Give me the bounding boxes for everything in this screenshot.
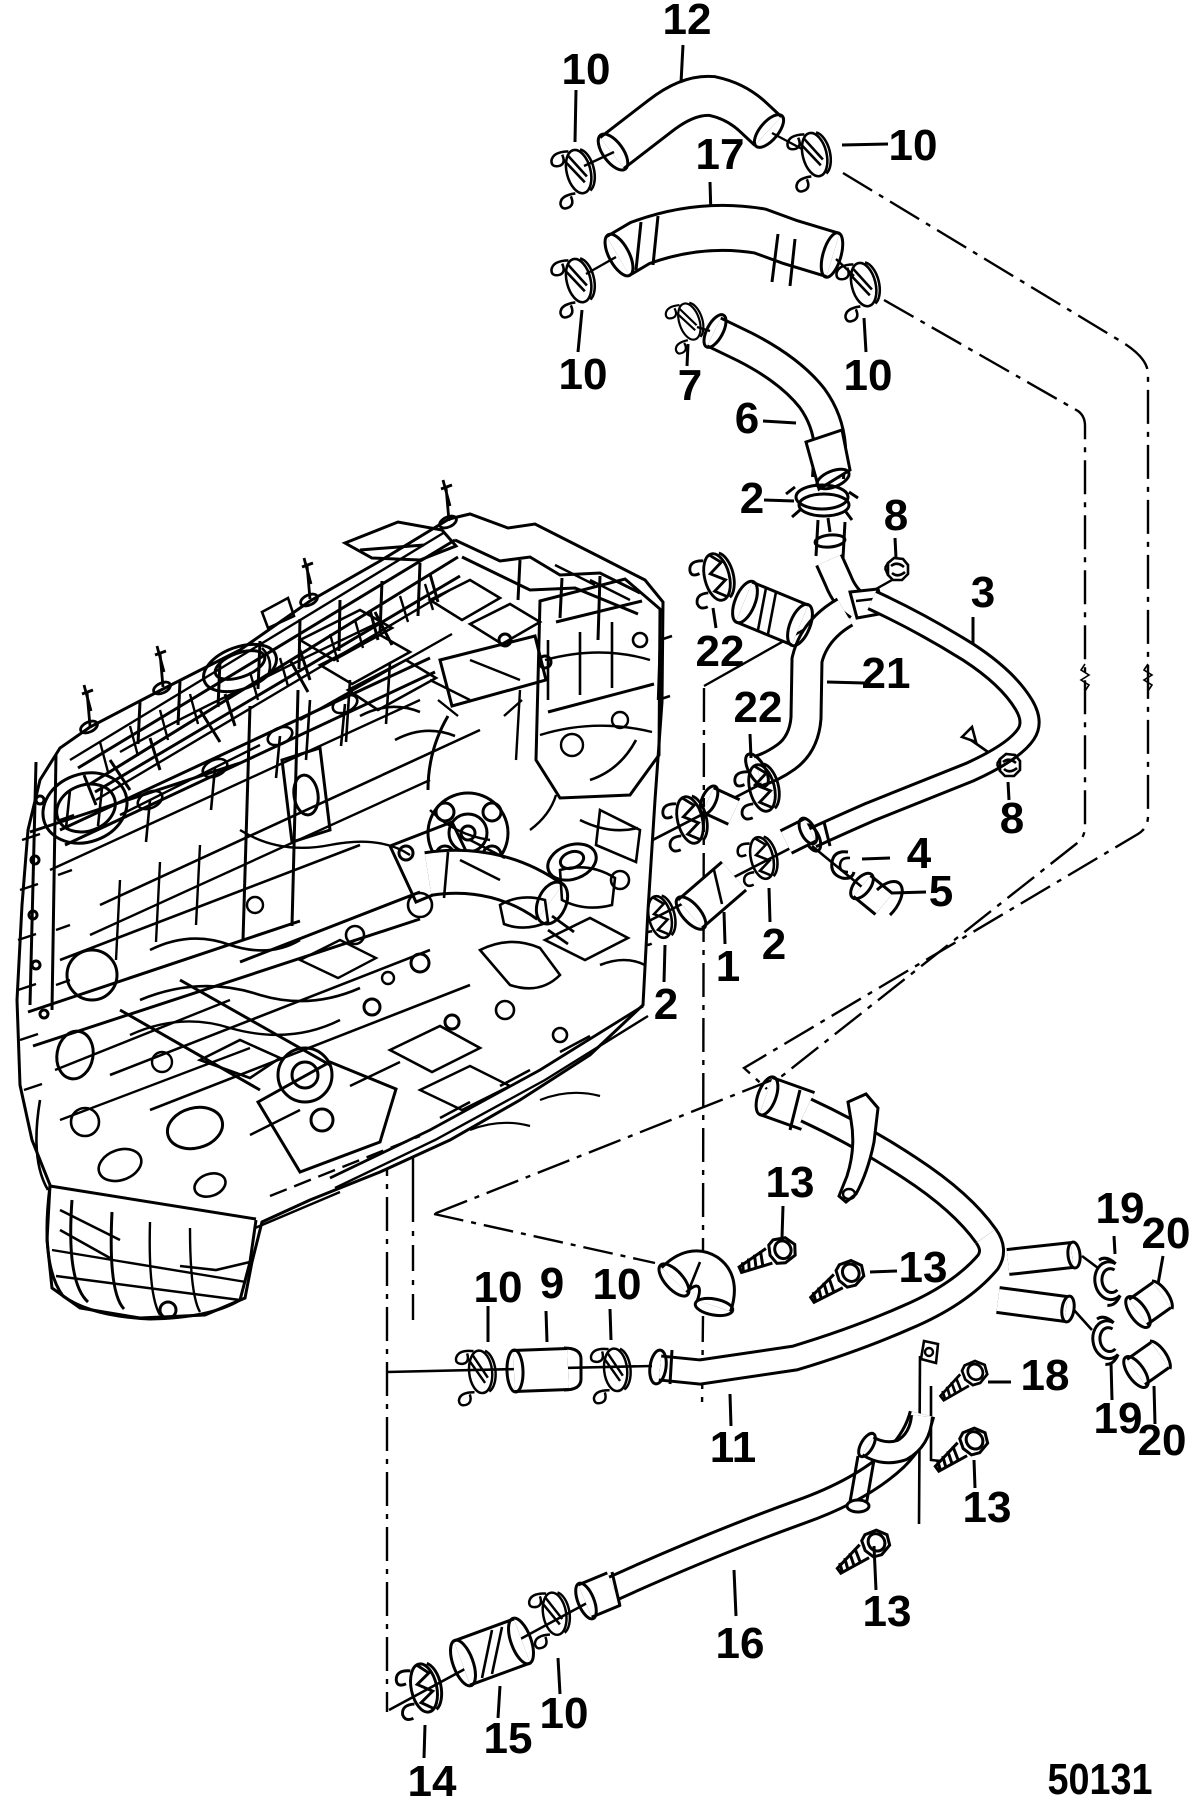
svg-text:10: 10 bbox=[593, 1260, 642, 1309]
svg-text:19: 19 bbox=[1094, 1394, 1143, 1443]
svg-text:13: 13 bbox=[863, 1587, 912, 1636]
svg-text:10: 10 bbox=[562, 45, 611, 94]
svg-text:2: 2 bbox=[740, 474, 764, 523]
svg-text:7: 7 bbox=[678, 361, 702, 410]
svg-text:10: 10 bbox=[844, 351, 893, 400]
svg-text:13: 13 bbox=[899, 1243, 948, 1292]
svg-text:11: 11 bbox=[710, 1423, 757, 1472]
svg-text:10: 10 bbox=[540, 1689, 589, 1738]
svg-text:20: 20 bbox=[1142, 1209, 1191, 1258]
svg-text:20: 20 bbox=[1138, 1416, 1187, 1465]
svg-text:14: 14 bbox=[408, 1757, 457, 1801]
svg-text:16: 16 bbox=[716, 1619, 765, 1668]
svg-text:12: 12 bbox=[663, 0, 712, 44]
svg-text:3: 3 bbox=[971, 568, 995, 617]
svg-text:9: 9 bbox=[540, 1259, 564, 1308]
svg-text:22: 22 bbox=[696, 627, 745, 676]
svg-text:6: 6 bbox=[735, 394, 759, 443]
svg-text:10: 10 bbox=[889, 121, 938, 170]
svg-text:19: 19 bbox=[1096, 1184, 1145, 1233]
svg-text:5: 5 bbox=[929, 867, 953, 916]
svg-text:21: 21 bbox=[862, 649, 911, 698]
svg-text:10: 10 bbox=[474, 1263, 523, 1312]
svg-text:2: 2 bbox=[762, 920, 786, 969]
svg-text:18: 18 bbox=[1021, 1351, 1070, 1400]
svg-text:8: 8 bbox=[1000, 794, 1024, 843]
svg-text:13: 13 bbox=[766, 1158, 815, 1207]
svg-text:2: 2 bbox=[654, 980, 678, 1029]
svg-text:17: 17 bbox=[696, 130, 745, 179]
svg-text:13: 13 bbox=[963, 1483, 1012, 1532]
svg-text:1: 1 bbox=[716, 942, 740, 991]
svg-text:15: 15 bbox=[484, 1714, 533, 1763]
svg-text:8: 8 bbox=[884, 491, 908, 540]
svg-text:22: 22 bbox=[734, 683, 783, 732]
svg-text:50131: 50131 bbox=[1048, 1755, 1153, 1801]
svg-text:10: 10 bbox=[559, 350, 608, 399]
svg-text:4: 4 bbox=[907, 829, 932, 878]
